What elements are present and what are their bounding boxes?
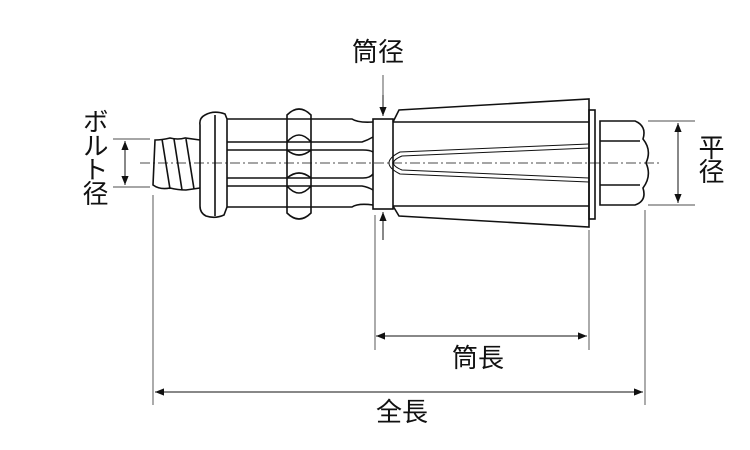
bolt-diameter-label: ボルト径 <box>78 108 108 204</box>
bolt-thread <box>152 137 201 191</box>
bolt-flange <box>199 111 228 219</box>
total-length-label: 全長 <box>376 398 429 428</box>
flat-diameter-label: 平径 <box>694 134 724 182</box>
extension-lines <box>113 75 695 405</box>
sleeve-diameter-label: 筒径 <box>352 38 405 68</box>
washer <box>588 109 596 220</box>
sleeve-length-label: 筒長 <box>452 344 505 374</box>
hex-nut <box>599 120 650 206</box>
expansion-ring <box>286 108 312 220</box>
